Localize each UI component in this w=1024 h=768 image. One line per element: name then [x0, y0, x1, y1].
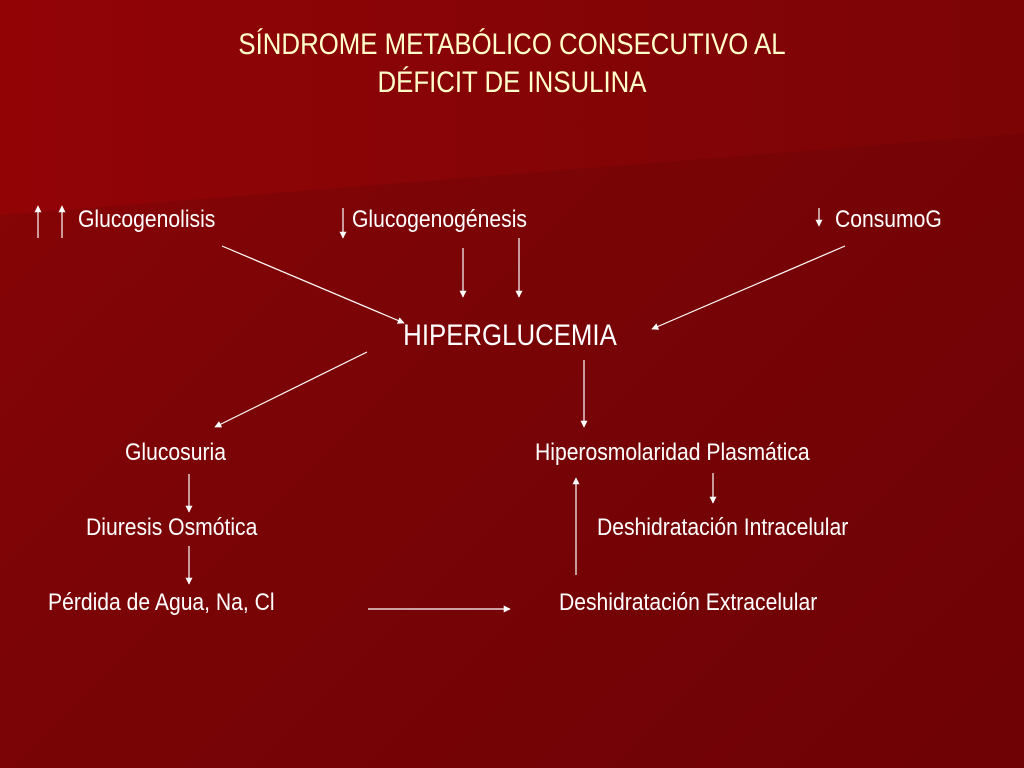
- node-glucogenolisis: Glucogenolisis: [78, 206, 216, 233]
- title-line-1: SÍNDROME METABÓLICO CONSECUTIVO AL: [238, 28, 786, 61]
- node-glucosuria: Glucosuria: [125, 439, 226, 466]
- arrow-glucogenolisis-to-hiperglucemia: [221, 245, 405, 324]
- node-consumo-g: ConsumoG: [835, 206, 942, 233]
- node-hiperglucemia: HIPERGLUCEMIA: [403, 319, 617, 352]
- node-diuresis: Diuresis Osmótica: [86, 514, 258, 541]
- arrow-consumo-to-hiperglucemia: [651, 245, 846, 330]
- title-line-2: DÉFICIT DE INSULINA: [377, 66, 647, 99]
- node-deshidratacion-extracelular: Deshidratación Extracelular: [559, 589, 818, 616]
- node-glucogenogenesis: Glucogenogénesis: [352, 206, 527, 233]
- arrow-hiperglucemia-to-glucosuria: [214, 351, 368, 428]
- node-deshidratacion-intracelular: Deshidratación Intracelular: [597, 514, 849, 541]
- node-hiperosmolaridad: Hiperosmolaridad Plasmática: [535, 439, 810, 466]
- node-perdida: Pérdida de Agua, Na, Cl: [48, 589, 275, 616]
- slide-title: SÍNDROME METABÓLICO CONSECUTIVO AL DÉFIC…: [72, 26, 953, 102]
